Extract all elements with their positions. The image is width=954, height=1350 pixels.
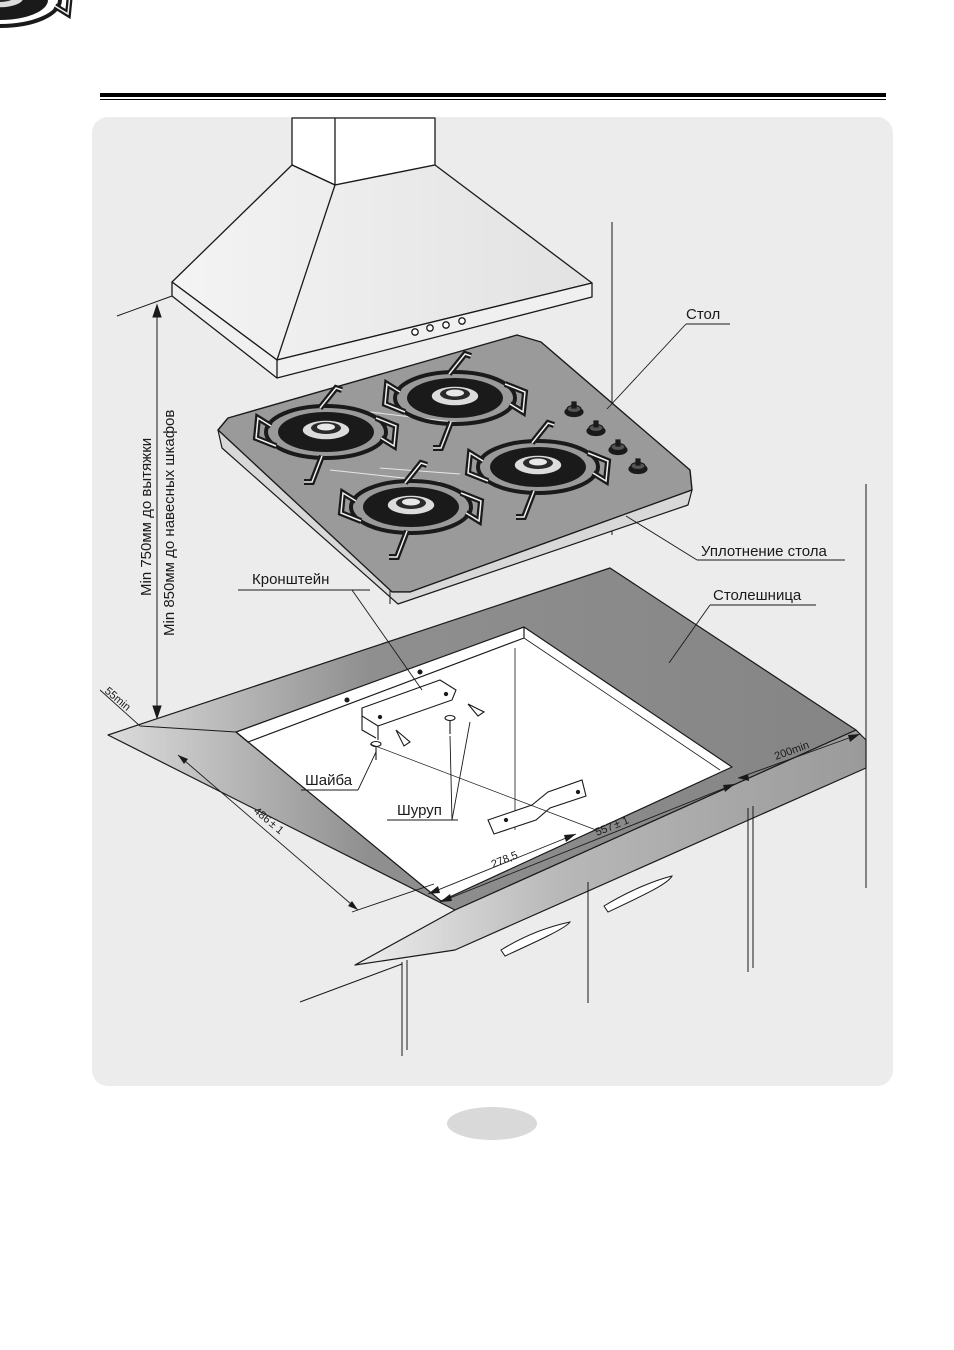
clearance-hood-label: Min 750мм до вытяжки: [138, 438, 155, 596]
washer-icon: [371, 742, 381, 747]
clearance-cabinets-label: Min 850мм до навесных шкафов: [161, 410, 178, 636]
label-countertop: Столешница: [713, 587, 802, 604]
countertop: [108, 568, 866, 965]
label-bracket: Кронштейн: [252, 571, 329, 588]
page-number-badge: [447, 1107, 537, 1140]
burner-icon: [0, 0, 70, 50]
hood-button-icon: [443, 322, 449, 328]
label-screw: Шуруп: [397, 802, 442, 819]
drawer-handle-icon: [604, 876, 672, 912]
hood-button-icon: [412, 329, 418, 335]
dim-front-margin: 55min: [102, 685, 133, 713]
label-table-seal: Уплотнение стола: [701, 543, 828, 560]
hood-button-icon: [459, 318, 465, 324]
label-table: Стол: [686, 306, 720, 323]
drawer-handle-icon: [501, 922, 570, 956]
washer-icon: [445, 716, 455, 721]
label-washer: Шайба: [305, 772, 353, 789]
hood-button-icon: [427, 325, 433, 331]
